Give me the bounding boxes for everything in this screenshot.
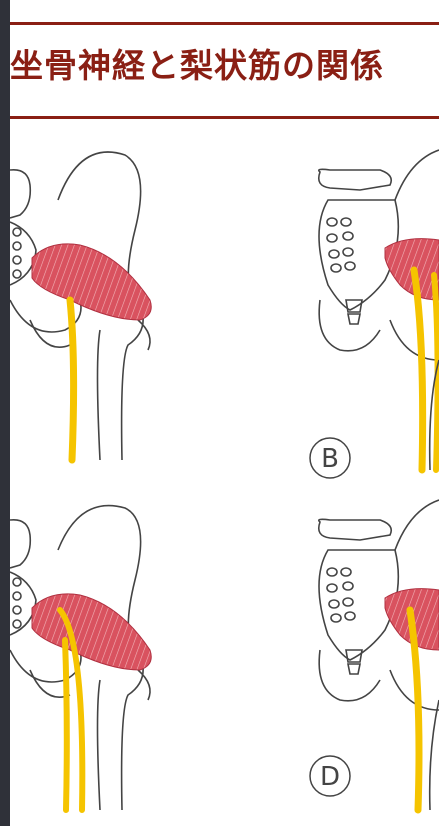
- figure-b: [319, 150, 439, 470]
- label-d: D: [310, 756, 350, 796]
- anatomy-figures: B: [10, 0, 439, 826]
- content-panel: 坐骨神経と梨状筋の関係: [10, 0, 439, 826]
- figure-c: [10, 506, 151, 810]
- label-b: B: [310, 438, 350, 478]
- figure-a: [10, 152, 151, 460]
- svg-text:B: B: [321, 444, 339, 474]
- svg-text:D: D: [320, 762, 340, 792]
